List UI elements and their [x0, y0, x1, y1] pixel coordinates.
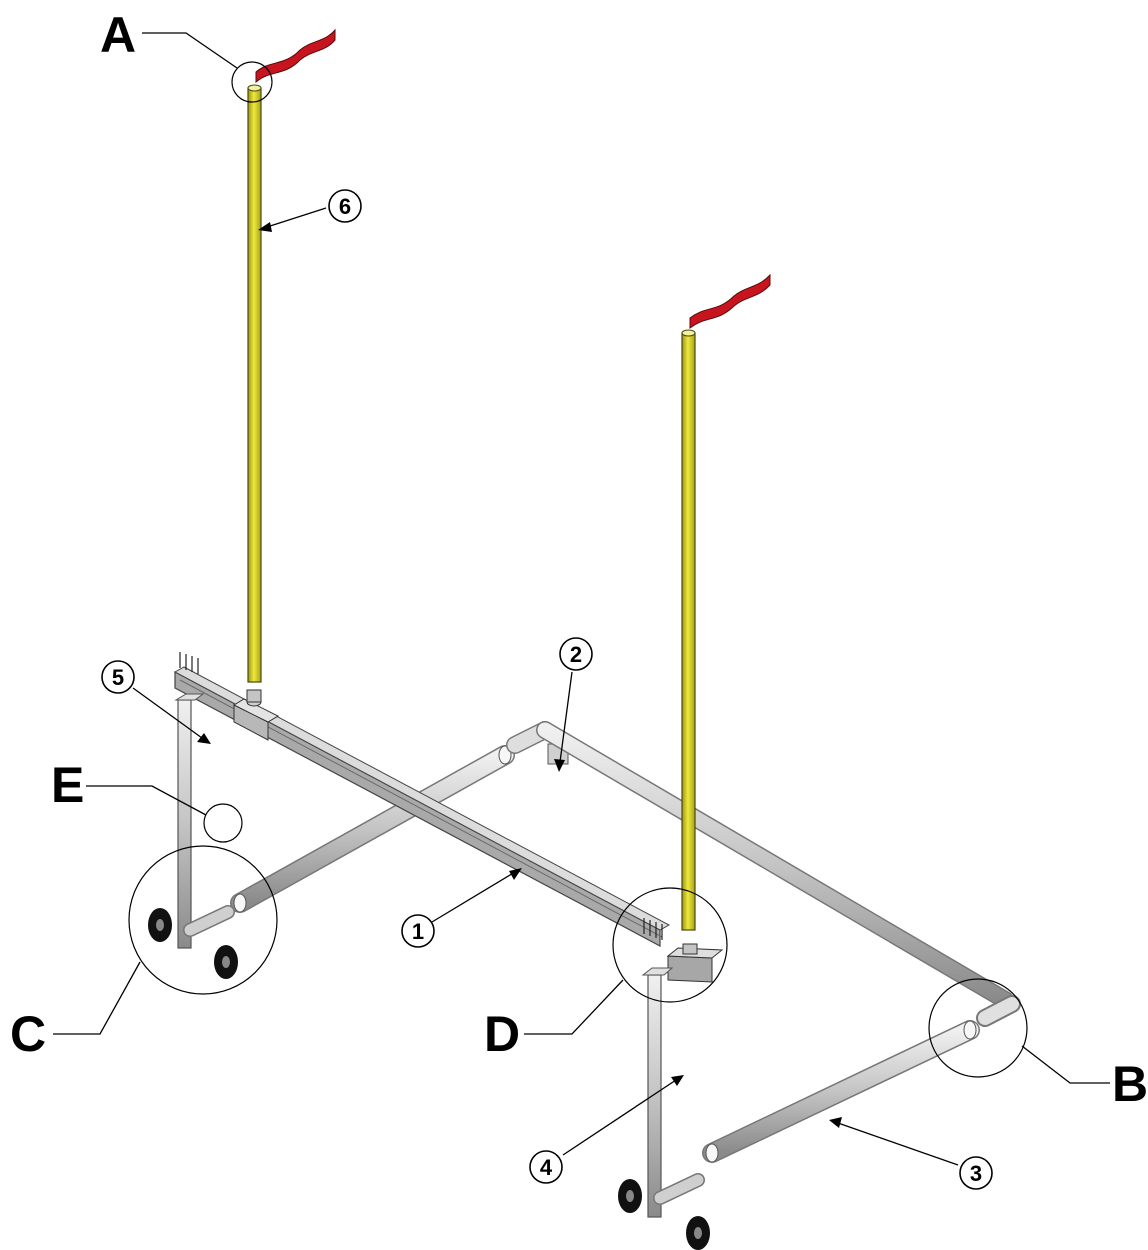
balloon-part-5: 5 [101, 660, 135, 694]
main-beam-part-1 [173, 666, 671, 947]
pole-part-6-right [681, 329, 696, 931]
rear-tube-part-2 [536, 721, 1014, 1009]
arrow-part-2 [554, 671, 573, 772]
wheel-left-back [148, 908, 172, 942]
arrow-part-1 [431, 868, 522, 923]
balloon-part-2: 2 [559, 637, 593, 671]
part-number-2: 2 [570, 642, 582, 667]
bolts-left [179, 652, 199, 674]
balloon-part-3: 3 [959, 1156, 993, 1190]
wheel-left-front [214, 945, 238, 979]
detail-circle-d [612, 887, 728, 1003]
balloon-part-4: 4 [529, 1150, 563, 1184]
detail-label-e: E [51, 757, 84, 813]
flag-left [255, 28, 336, 84]
leader-d [524, 979, 624, 1035]
part-number-6: 6 [339, 194, 351, 219]
front-tube-part-3 [702, 1020, 980, 1163]
pole-socket-right [666, 943, 724, 983]
balloon-part-1: 1 [401, 914, 435, 948]
leader-a [142, 32, 238, 69]
balloon-part-6: 6 [328, 189, 362, 223]
wheel-right-front [686, 1216, 710, 1250]
arrow-part-6 [258, 207, 327, 232]
leader-b [1021, 1045, 1110, 1084]
arrow-part-3 [829, 1117, 959, 1166]
pole-socket-left [232, 689, 280, 741]
detail-label-c: C [10, 1006, 46, 1062]
part-number-3: 3 [970, 1161, 982, 1186]
corner-coupling-b [976, 995, 1021, 1027]
leg-part-5 [174, 693, 235, 949]
leader-c [53, 961, 141, 1035]
wheel-right-back [618, 1179, 642, 1213]
detail-circle-c [128, 845, 278, 995]
detail-circle-b [928, 978, 1028, 1078]
detail-label-b: B [1112, 1056, 1148, 1112]
detail-circle-e [203, 803, 243, 843]
arrow-part-5 [132, 687, 211, 744]
flag-right [689, 273, 771, 330]
detail-label-a: A [100, 7, 136, 63]
pole-part-6-left [247, 84, 262, 683]
part-number-1: 1 [412, 919, 424, 944]
detail-circle-a [231, 61, 273, 103]
detail-label-d: D [484, 1006, 520, 1062]
bolts-right [643, 918, 663, 940]
leader-e [86, 785, 207, 816]
arrow-part-4 [562, 1075, 684, 1156]
part-number-4: 4 [540, 1155, 553, 1180]
side-tube-left [230, 745, 515, 913]
leg-part-4 [641, 967, 705, 1218]
part-number-5: 5 [112, 665, 124, 690]
